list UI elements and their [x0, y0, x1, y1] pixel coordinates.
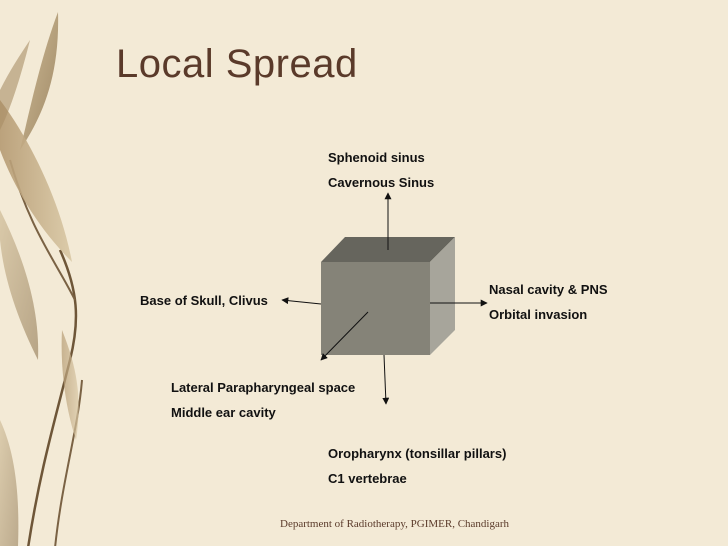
arrow-inferior — [382, 354, 390, 405]
cube-side-face — [430, 237, 455, 355]
slide-title: Local Spread — [116, 42, 358, 86]
label-orbital-invasion: Orbital invasion — [489, 307, 588, 322]
cube-front-face — [321, 262, 430, 355]
label-lateral-parapharyngeal: Lateral Parapharyngeal space — [171, 380, 356, 395]
label-cavernous-sinus: Cavernous Sinus — [328, 175, 435, 190]
label-middle-ear: Middle ear cavity — [171, 405, 276, 420]
slide-footer: Department of Radiotherapy, PGIMER, Chan… — [280, 518, 510, 530]
arrow-posterior — [281, 297, 322, 305]
label-c1-vertebrae: C1 vertebrae — [328, 471, 407, 486]
arrow-lateral — [320, 311, 369, 361]
label-nasal-cavity: Nasal cavity & PNS — [489, 282, 608, 297]
label-sphenoid-sinus: Sphenoid sinus — [328, 150, 425, 165]
label-base-of-skull: Base of Skull, Clivus — [140, 293, 268, 308]
label-oropharynx: Oropharynx (tonsillar pillars) — [328, 446, 507, 461]
